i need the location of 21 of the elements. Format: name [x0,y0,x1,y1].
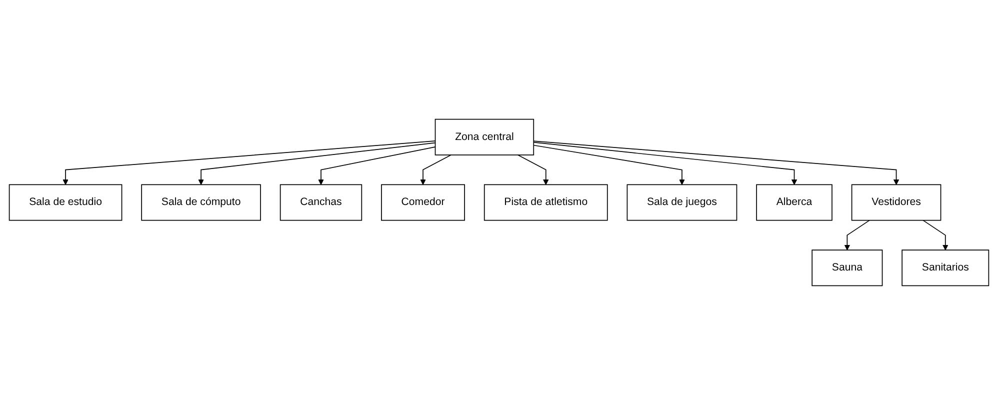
arrow [318,146,436,184]
arrow [420,154,452,184]
arrow [62,140,436,184]
node-box: Comedor [381,184,465,220]
node-box: Canchas [280,184,362,220]
node-box: Sala de cómputo [141,184,261,220]
arrow [533,141,798,184]
node-box: Sauna [812,249,883,286]
arrow [533,140,900,184]
arrow [922,219,948,250]
node-box: Zona central [434,118,534,155]
node-box: Vestidores [851,184,942,220]
node-box: Sala de juegos [626,184,738,220]
node-box: Sala de estudio [8,184,122,220]
node-box: Alberca [756,184,832,220]
arrow [518,154,549,184]
arrow [533,144,685,184]
node-box: Sanitarios [902,249,990,286]
node-box: Pista de atletismo [484,184,608,220]
arrow [844,219,870,250]
arrow [198,142,436,184]
